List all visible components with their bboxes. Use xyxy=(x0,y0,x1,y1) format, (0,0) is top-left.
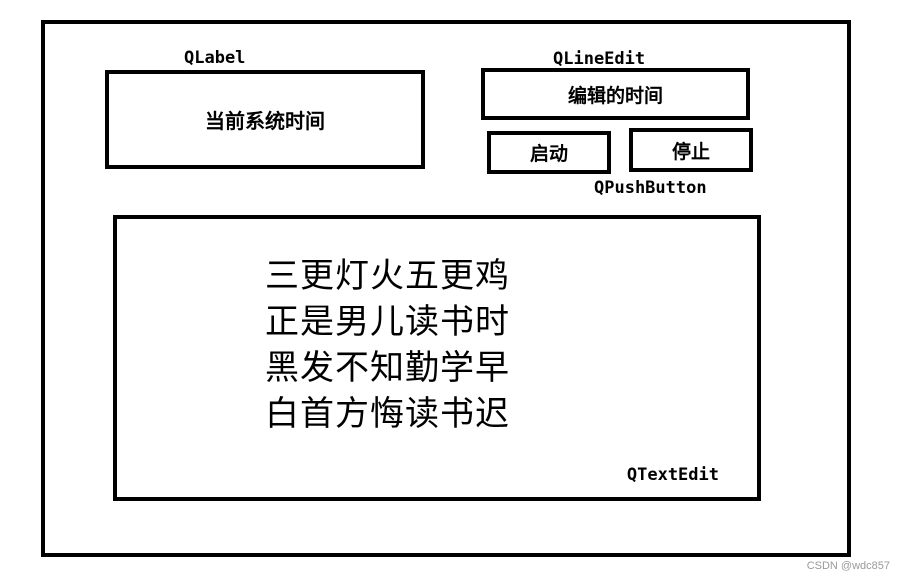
qlineedit-caption: QLineEdit xyxy=(553,49,646,69)
start-button-label: 启动 xyxy=(529,143,568,165)
qtextedit-caption: QTextEdit xyxy=(626,465,719,485)
poem-line: 正是男儿读书时 xyxy=(265,302,510,342)
edit-time-input[interactable]: 编辑的时间 xyxy=(481,68,750,120)
stop-button[interactable]: 停止 xyxy=(629,128,753,172)
window-frame xyxy=(41,20,851,557)
poem-text: 三更灯火五更鸡 正是男儿读书时 黑发不知勤学早 白首方悔读书迟 xyxy=(265,253,510,437)
edit-time-input-text: 编辑的时间 xyxy=(567,84,663,107)
poem-text-edit[interactable]: 三更灯火五更鸡 正是男儿读书时 黑发不知勤学早 白首方悔读书迟 QTextEdi… xyxy=(113,215,761,501)
start-button[interactable]: 启动 xyxy=(487,131,611,174)
watermark: CSDN @wdc857 xyxy=(806,560,890,572)
poem-line: 黑发不知勤学早 xyxy=(265,348,510,388)
qpushbutton-caption: QPushButton xyxy=(594,178,707,198)
current-time-label: 当前系统时间 xyxy=(105,70,425,169)
qlabel-caption: QLabel xyxy=(184,48,246,68)
current-time-label-text: 当前系统时间 xyxy=(205,109,325,133)
poem-line: 白首方悔读书迟 xyxy=(265,394,510,434)
poem-line: 三更灯火五更鸡 xyxy=(265,256,510,296)
stop-button-label: 停止 xyxy=(671,140,710,163)
